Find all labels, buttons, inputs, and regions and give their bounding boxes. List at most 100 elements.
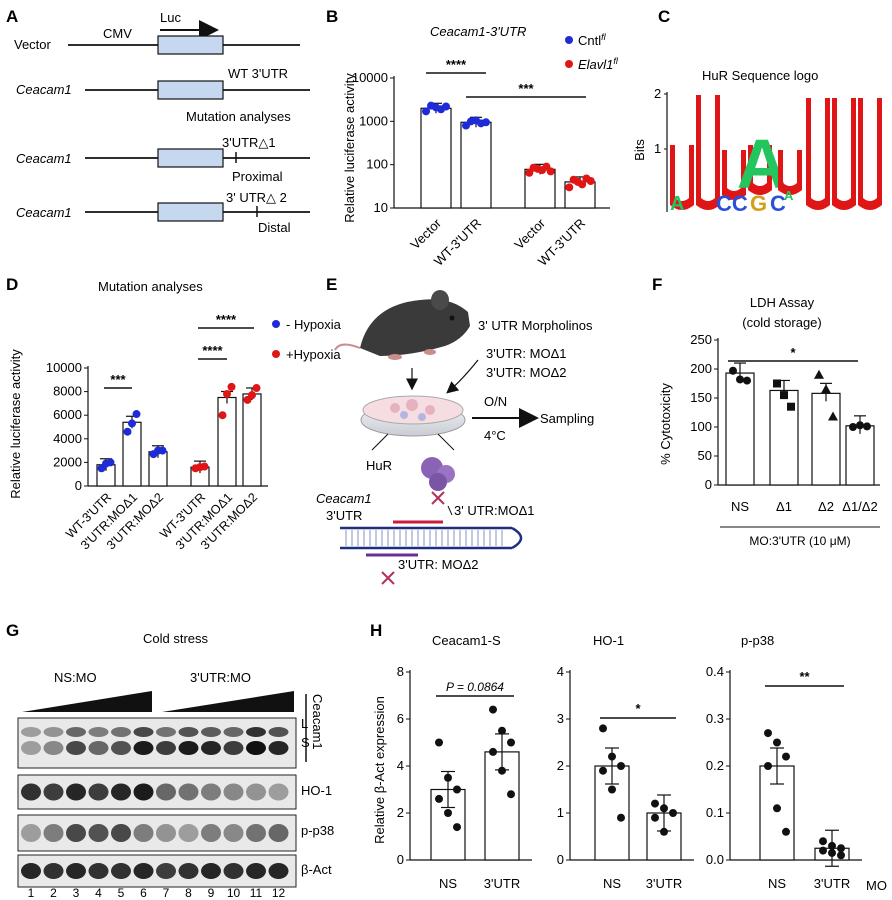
significance-label: P = 0.0864 (446, 680, 504, 694)
panel-d-ylabel: Relative luciferase activity (8, 349, 23, 499)
logo-letter-u (722, 150, 746, 200)
blot-band (178, 783, 199, 801)
data-point (218, 411, 227, 420)
data-point (849, 423, 857, 431)
legend-minus-hypoxia: - Hypoxia (286, 317, 342, 332)
legend-dot-blue (272, 320, 280, 328)
tick-label: 4000 (53, 431, 82, 446)
blot-band (133, 783, 154, 801)
data-point (787, 402, 795, 411)
mo1-label: 3'UTR: MOΔ1 (486, 346, 567, 361)
tick-label: 0 (705, 477, 712, 492)
tick-label: 6 (397, 711, 404, 726)
tick-label: 0.3 (706, 711, 724, 726)
legend-dot-red (272, 350, 280, 358)
block-x-icon (431, 491, 445, 505)
data-point (773, 738, 781, 747)
blot-band (21, 741, 41, 755)
panel-f-ylabel: % Cytotoxicity (658, 383, 673, 465)
blot-band (66, 863, 86, 879)
sampling-label: Sampling (540, 411, 594, 426)
blot-band (111, 863, 131, 879)
blot-band (246, 727, 266, 737)
category-label: NS (603, 876, 621, 891)
significance-label: **** (216, 312, 237, 327)
data-point (565, 183, 574, 192)
blot-band (178, 727, 199, 737)
panel-b: B Ceacam1-3'UTR Cntlfl Elavl1fl Relative… (326, 7, 619, 269)
lane-number: 7 (163, 886, 170, 900)
row-vector-label: Vector (14, 37, 52, 52)
band-pp38-label: p-p38 (301, 823, 334, 838)
tick-label: 1 (654, 141, 661, 156)
row-ceacam1-label: Ceacam1 (16, 82, 72, 97)
tick-label: 0.0 (706, 852, 724, 867)
bar (811, 392, 841, 486)
blot-band (21, 824, 41, 842)
logo-letter-u (858, 98, 882, 210)
data-point (489, 705, 497, 714)
row-ceacam1-label: Ceacam1 (16, 151, 72, 166)
panel-h: H Relative β-Act expression Ceacam1-S HO… (370, 621, 887, 893)
panel-label-a: A (6, 7, 18, 26)
tick-label: 2000 (53, 454, 82, 469)
subplot-title-pp38: p-p38 (741, 633, 774, 648)
blot-band (246, 741, 266, 755)
legend-elavl1: Elavl1fl (578, 56, 619, 72)
data-point (546, 167, 555, 176)
blot-band (111, 727, 131, 737)
data-point (444, 809, 452, 817)
blot-band (43, 727, 64, 737)
blot-band (223, 863, 244, 879)
utr-label: 3'UTR (326, 508, 362, 523)
bar (725, 372, 755, 486)
blot-band (66, 783, 86, 801)
blot-band (246, 783, 266, 801)
site2-label: 3'UTR: MOΔ2 (398, 557, 479, 572)
blot-band (223, 783, 244, 801)
block-x-icon (381, 571, 395, 585)
data-point (200, 462, 209, 471)
band-s-label: S (301, 735, 310, 750)
morpholinos-label: 3' UTR Morpholinos (478, 318, 593, 333)
data-point (773, 379, 781, 388)
ceacam1-band-label: Ceacam1 (310, 694, 325, 750)
data-point (617, 762, 625, 770)
legend-dot-red (565, 60, 573, 68)
lane-number: 2 (50, 886, 57, 900)
blot-band (43, 783, 64, 801)
tick-label: 200 (690, 361, 712, 376)
blot-band (268, 727, 289, 737)
blot-band (246, 824, 266, 842)
hur-protein-icon (421, 457, 455, 491)
blot-band (43, 863, 64, 879)
culture-dish (360, 395, 466, 437)
significance-label: *** (110, 372, 126, 387)
data-point (863, 422, 871, 431)
data-point (132, 410, 141, 419)
data-point (106, 458, 115, 467)
tick-label: 2 (654, 86, 661, 101)
gradient-wedge (162, 691, 294, 712)
tick-label: 100 (690, 419, 712, 434)
lane-number: 3 (73, 886, 80, 900)
data-point (660, 804, 668, 813)
blot-band (201, 727, 221, 737)
data-point (453, 785, 461, 794)
blot-band (223, 824, 244, 842)
logo-letter-u (832, 98, 856, 210)
luc-box (157, 80, 224, 100)
blot-band (43, 824, 64, 842)
blot-band (43, 741, 64, 755)
lane-number: 8 (185, 886, 192, 900)
category-label: 3'UTR (814, 876, 850, 891)
data-point (814, 369, 824, 379)
lane-number: 5 (118, 886, 125, 900)
data-point (651, 813, 659, 822)
connector (371, 433, 389, 451)
bar (460, 121, 492, 209)
blot-band (178, 863, 199, 879)
tick-label: 100 (366, 157, 388, 172)
tick-label: 8000 (53, 384, 82, 399)
blot-band (156, 824, 176, 842)
